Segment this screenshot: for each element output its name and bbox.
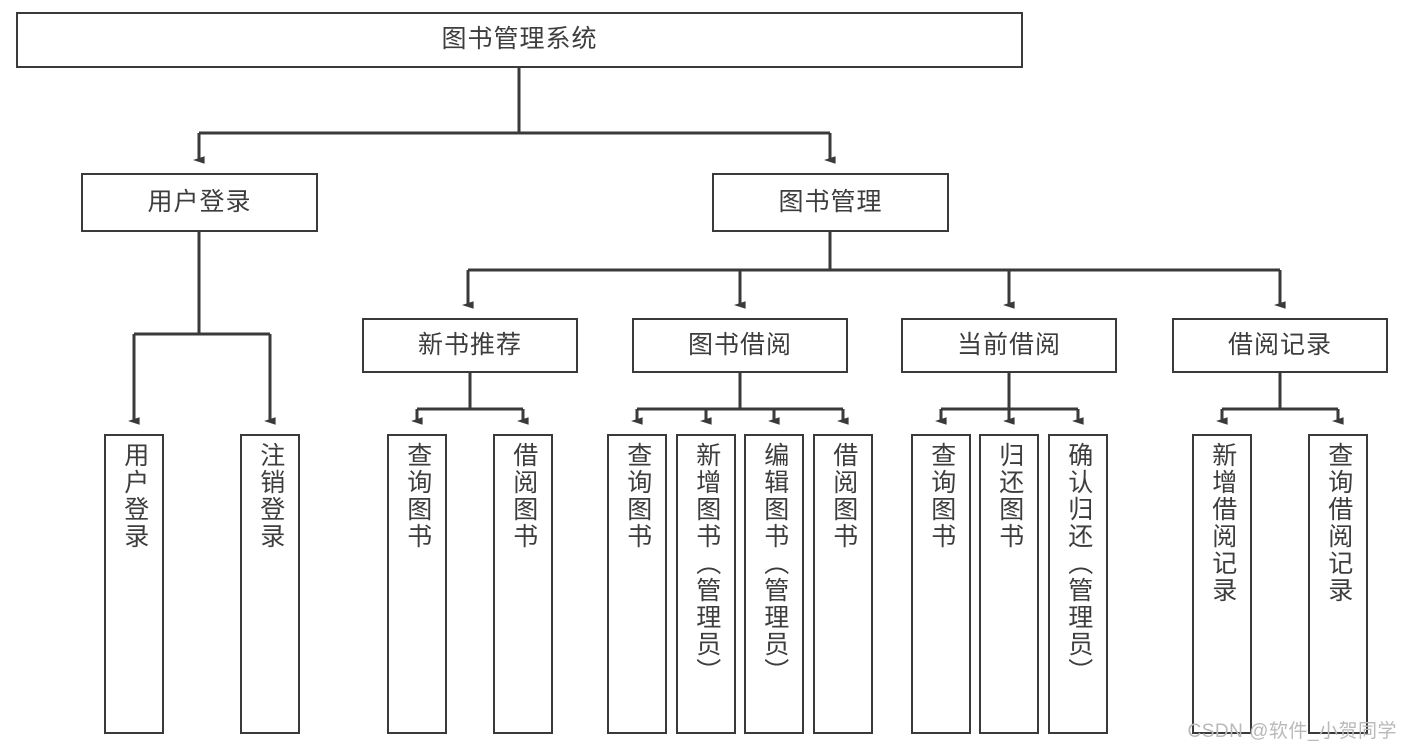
node-label: 借阅图书 xyxy=(509,442,538,550)
watermark: CSDN @软件_小贺同学 xyxy=(1187,721,1397,742)
node-leaf-return-book[interactable]: 归还图书 xyxy=(979,434,1039,734)
node-leaf-borrow-book-recommend[interactable]: 借阅图书 xyxy=(493,434,553,734)
node-leaf-confirm-return-admin[interactable]: 确认归还（管理员） xyxy=(1048,434,1108,734)
node-root[interactable]: 图书管理系统 xyxy=(16,12,1023,68)
node-user-login[interactable]: 用户登录 xyxy=(81,173,318,232)
node-label: 归还图书 xyxy=(995,442,1024,550)
node-new-book-recommend[interactable]: 新书推荐 xyxy=(362,318,578,373)
node-label: 新增借阅记录 xyxy=(1208,442,1237,604)
node-label: 查询图书 xyxy=(403,442,432,550)
node-leaf-add-book-admin[interactable]: 新增图书（管理员） xyxy=(676,434,736,734)
node-label: 确认归还（管理员） xyxy=(1064,442,1093,685)
node-book-borrow[interactable]: 图书借阅 xyxy=(632,318,848,373)
node-label: 查询借阅记录 xyxy=(1324,442,1353,604)
node-label: 图书借阅 xyxy=(687,330,792,359)
node-leaf-query-borrow-record[interactable]: 查询借阅记录 xyxy=(1308,434,1368,734)
node-label: 图书管理 xyxy=(778,187,883,216)
node-leaf-borrow-book[interactable]: 借阅图书 xyxy=(813,434,873,734)
node-label: 查询图书 xyxy=(927,442,956,550)
node-label: 用户登录 xyxy=(120,442,149,550)
node-leaf-query-book-borrow[interactable]: 查询图书 xyxy=(607,434,667,734)
node-leaf-logout[interactable]: 注销登录 xyxy=(240,434,300,734)
node-label: 编辑图书（管理员） xyxy=(760,442,789,685)
node-leaf-query-book-recommend[interactable]: 查询图书 xyxy=(387,434,447,734)
node-label: 注销登录 xyxy=(256,442,285,550)
node-leaf-edit-book-admin[interactable]: 编辑图书（管理员） xyxy=(744,434,804,734)
node-leaf-user-login[interactable]: 用户登录 xyxy=(104,434,164,734)
node-book-management[interactable]: 图书管理 xyxy=(712,173,949,232)
node-borrow-record[interactable]: 借阅记录 xyxy=(1172,318,1388,373)
node-label: 当前借阅 xyxy=(956,330,1061,359)
node-label: 新增图书（管理员） xyxy=(692,442,721,685)
node-label: 借阅图书 xyxy=(829,442,858,550)
node-label: 用户登录 xyxy=(147,187,252,216)
node-label: 新书推荐 xyxy=(417,330,522,359)
node-label: 借阅记录 xyxy=(1227,330,1332,359)
node-label: 查询图书 xyxy=(623,442,652,550)
node-label: 图书管理系统 xyxy=(441,25,598,54)
node-current-borrow[interactable]: 当前借阅 xyxy=(901,318,1117,373)
node-leaf-query-book-current[interactable]: 查询图书 xyxy=(911,434,971,734)
node-leaf-add-borrow-record[interactable]: 新增借阅记录 xyxy=(1192,434,1252,734)
